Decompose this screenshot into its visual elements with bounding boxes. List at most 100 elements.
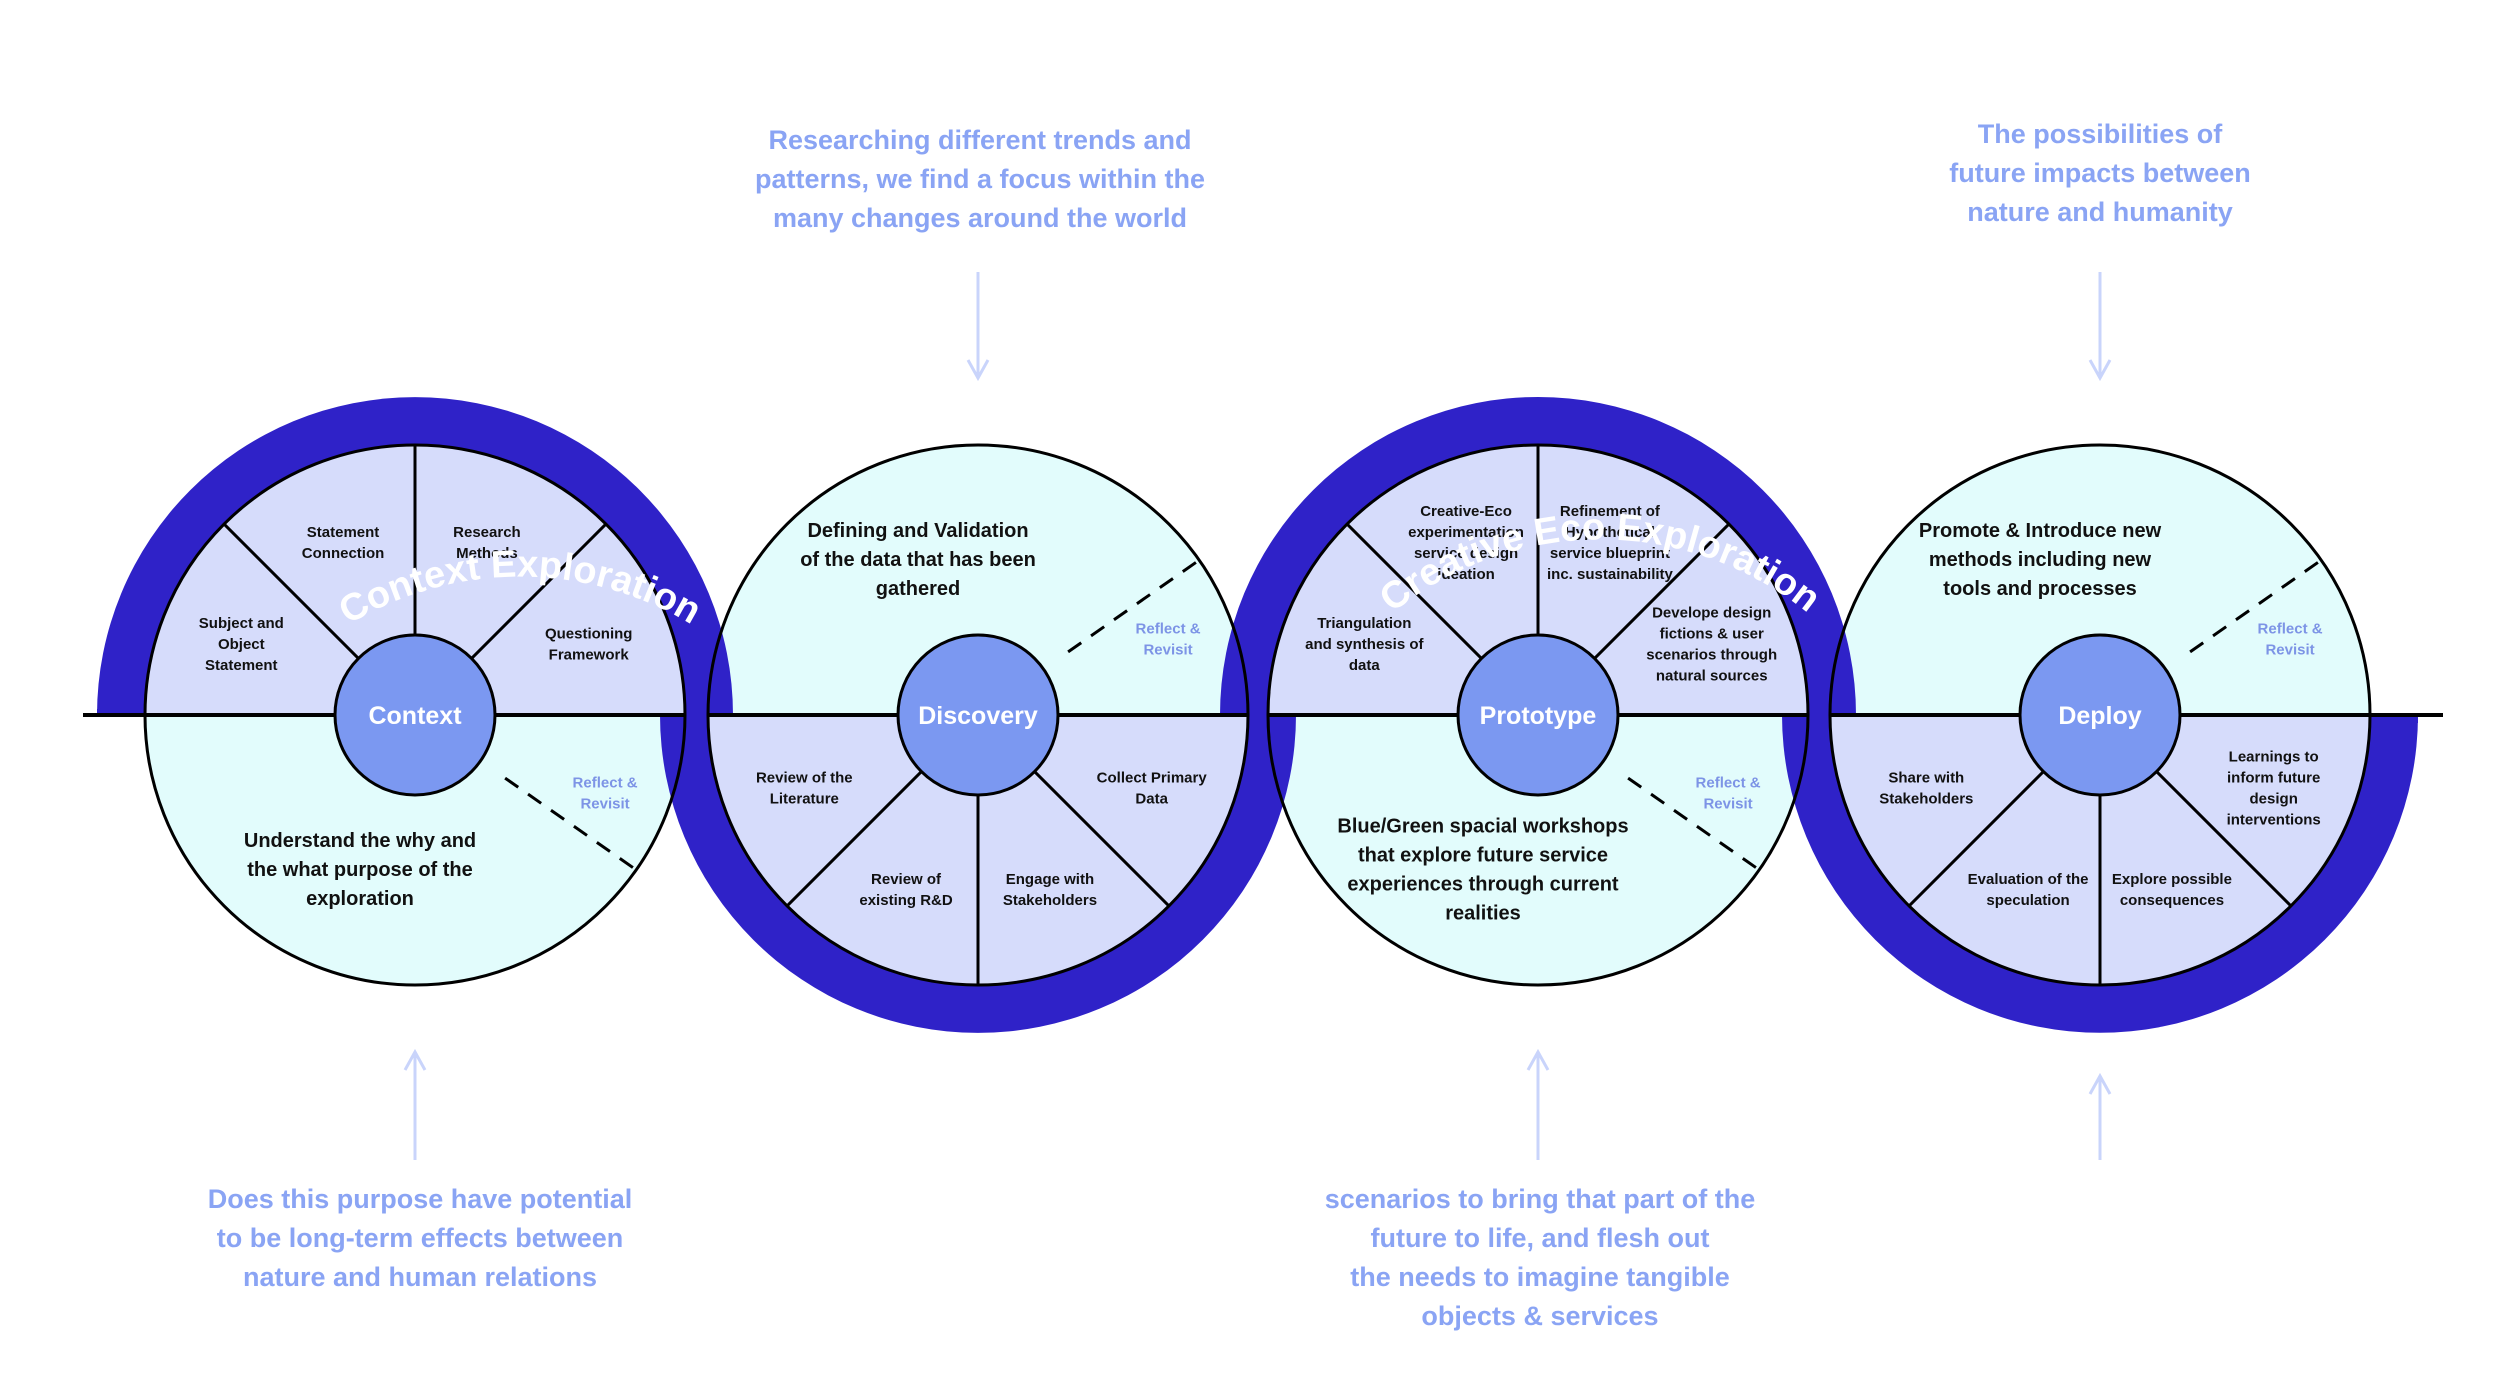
prototype-hub — [1456, 633, 1620, 797]
deploy-segment-divider — [1908, 770, 2045, 907]
discovery-segment-1-line: Literature — [770, 790, 839, 807]
caption-line: future to life, and flesh out — [1370, 1223, 1710, 1253]
discovery-segment-3-line: Engage with — [1006, 871, 1094, 888]
discovery-description-area — [708, 445, 1248, 715]
deploy-segment-1-line: Stakeholders — [1879, 790, 1973, 807]
deploy-reflect-revisit-line: Revisit — [2265, 642, 2314, 659]
band-end-cap — [2370, 715, 2418, 723]
prototype-segment-4-line: natural sources — [1656, 668, 1768, 685]
prototype-segment-4: Develope design fictions & user scenarios … — [1646, 605, 1777, 685]
prototype-segment-3: Refinement of Hypothetical service bluepri… — [1547, 503, 1674, 583]
deploy-segment-3-line: consequences — [2120, 892, 2224, 909]
prototype-description-line: that explore future service — [1358, 845, 1608, 867]
discovery-reflect-revisit-line: Revisit — [1143, 642, 1192, 659]
prototype-segment-4-line: Develope design — [1652, 605, 1771, 622]
deploy-reflect-revisit: Reflect & Revisit — [2258, 621, 2323, 659]
discovery-segment-3-line: Stakeholders — [1003, 892, 1097, 909]
prototype-segment-divider — [1593, 523, 1730, 660]
caption-deploy: The possibilities of future impacts betw… — [1860, 115, 2340, 232]
prototype-segment-4-line: fictions & user — [1660, 626, 1764, 643]
prototype-description: Blue/Green spacial workshops that explore… — [1337, 816, 1628, 925]
prototype-segment-3-line: Refinement of — [1560, 503, 1661, 520]
arrow-up-prototype — [1526, 1048, 1550, 1160]
segment-dividers — [223, 445, 2320, 985]
discovery-segment-2-line: existing R&D — [859, 892, 953, 909]
context-segment-1-line: Subject and — [199, 615, 284, 632]
hubs — [333, 633, 2182, 797]
discovery-segment-2-line: Review of — [871, 871, 942, 888]
deploy-hub-label: Deploy — [2058, 702, 2141, 730]
prototype-segment-divider — [1346, 523, 1483, 660]
prototype-hub-label: Prototype — [1480, 702, 1597, 730]
deploy-description-line: tools and processes — [1943, 578, 2136, 600]
context-hub-label: Context — [368, 702, 462, 730]
arrow-up-deploy — [2088, 1072, 2112, 1160]
discovery-description-line: Defining and Validation — [807, 520, 1028, 542]
context-reflect-revisit-line: Revisit — [580, 795, 629, 812]
caption-discovery: Researching different trends and pattern… — [720, 121, 1240, 238]
discovery-description: Defining and Validation of the data that … — [800, 520, 1036, 600]
caption-line: scenarios to bring that part of the — [1324, 1184, 1756, 1214]
discovery-segment-4-line: Data — [1135, 790, 1168, 807]
context-description-line: the what purpose of the — [247, 859, 473, 881]
prototype-description-line: Blue/Green spacial workshops — [1337, 816, 1628, 838]
context-segment-1-line: Object — [218, 636, 265, 653]
context-reflect-revisit-line: Reflect & — [573, 774, 638, 791]
deploy-segment-divider — [2155, 770, 2292, 907]
discovery-description-line: of the data that has been — [800, 549, 1036, 571]
band-problem-exploration — [660, 715, 1296, 1033]
context-segment-4-line: Framework — [549, 647, 630, 664]
deploy-segment-3-line: Explore possible — [2112, 871, 2232, 888]
caption-line: to be long-term effects between — [216, 1223, 624, 1253]
prototype-segment-3-line: service blueprint — [1550, 545, 1670, 562]
prototype-reflect-revisit: Reflect & Revisit — [1696, 774, 1761, 812]
band-evaluation-contribution — [1782, 715, 2418, 1033]
caption-line: nature and humanity — [1967, 197, 2233, 227]
prototype-segment-3-line: inc. sustainability — [1547, 566, 1674, 583]
caption-context: Does this purpose have potential to be l… — [180, 1180, 660, 1297]
discovery-description-line: gathered — [876, 578, 960, 600]
discovery-reflect-revisit: Reflect &Revisit — [1136, 621, 1201, 659]
prototype-segment-3-line: Hypothetical — [1565, 524, 1655, 541]
context-segment-3-line: Research — [453, 524, 521, 541]
band-context-exploration — [97, 397, 733, 715]
caption-line: patterns, we find a focus within the — [754, 164, 1206, 194]
prototype-segment-2-line: service design — [1414, 545, 1518, 562]
discovery-segment-divider — [786, 770, 923, 907]
prototype-description-area — [1268, 715, 1808, 985]
caption-line: many changes around the world — [772, 203, 1188, 233]
deploy-segment-4-line: design — [2250, 790, 2298, 807]
prototype-segment-2-line: experimentation — [1408, 524, 1524, 541]
caption-line: Does this purpose have potential — [207, 1184, 633, 1214]
deploy-description-area — [1830, 445, 2370, 715]
context-description-line: exploration — [306, 888, 414, 910]
context-hub — [333, 633, 497, 797]
context-segment-2-line: Statement — [307, 524, 380, 541]
deploy-segment-4-line: Learnings to — [2229, 748, 2319, 765]
prototype-segment-4-line: scenarios through — [1646, 647, 1777, 664]
context-segment-4-line: Questioning — [545, 626, 633, 643]
discovery-hub-label: Discovery — [918, 702, 1038, 730]
discovery-hub — [896, 633, 1060, 797]
caption-line: nature and human relations — [242, 1262, 598, 1292]
caption-prototype: scenarios to bring that part of the futu… — [1280, 1180, 1800, 1336]
deploy-reflect-revisit-line: Reflect & — [2258, 621, 2323, 638]
deploy-description-line: Promote & Introduce new — [1919, 520, 2162, 542]
discovery-segment-divider — [1033, 770, 1170, 907]
prototype-reflect-revisit-line: Revisit — [1703, 795, 1752, 812]
context-segment-divider — [470, 523, 607, 660]
prototype-reflect-revisit-line: Reflect & — [1696, 774, 1761, 791]
prototype-description-line: realities — [1445, 903, 1521, 925]
